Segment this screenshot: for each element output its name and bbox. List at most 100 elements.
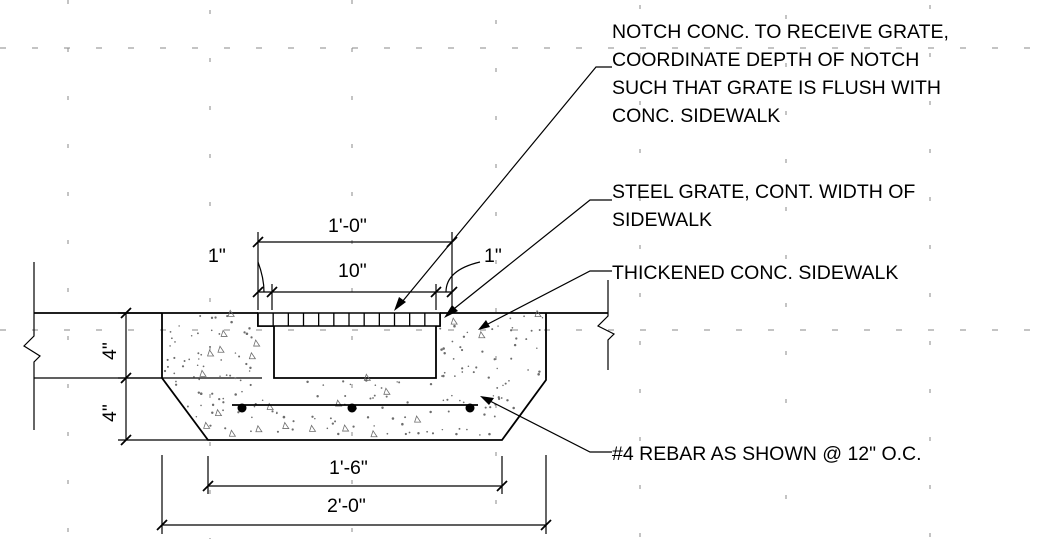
stipple-dot — [481, 350, 484, 353]
stipple-dot — [396, 381, 398, 383]
stipple-dot — [455, 432, 458, 436]
stipple-dot — [174, 341, 176, 343]
stipple-dot — [253, 405, 256, 408]
stipple-dot — [220, 359, 223, 361]
stipple-dot — [311, 415, 314, 418]
stipple-dot — [443, 352, 446, 355]
stipple-dot — [173, 356, 176, 360]
dim-slab-depth: 4" — [99, 342, 121, 360]
stipple-dot — [372, 397, 374, 399]
note-notch-line-4: CONC. SIDEWALK — [612, 105, 780, 127]
stipple-dot — [467, 365, 470, 368]
stipple-dot — [398, 381, 401, 384]
rebar — [232, 403, 478, 413]
stipple-dot — [239, 379, 242, 382]
stipple-dot — [366, 416, 370, 419]
stipple-dot — [504, 382, 507, 385]
stipple-dot — [234, 377, 237, 380]
stipple-dot — [472, 371, 475, 374]
stipple-dot — [401, 422, 404, 426]
stipple-dot — [488, 432, 491, 436]
stipple-dot — [210, 316, 214, 320]
stipple-dot — [174, 383, 178, 386]
stipple-dot — [513, 343, 517, 347]
stipple-dot — [442, 399, 445, 402]
stipple-dot — [316, 394, 319, 398]
stipple-dot — [211, 411, 214, 415]
stipple-dot — [508, 379, 510, 382]
stipple-dot — [369, 397, 372, 400]
stipple-dot — [173, 372, 176, 375]
stipple-dot — [271, 410, 274, 413]
stipple-dot — [523, 315, 525, 318]
dimension-labels: 1'-0" 10" 1" 1" 4" 4" 1'-6" 2'-0" — [99, 215, 502, 517]
stipple-dot — [497, 325, 499, 327]
stipple-dot — [222, 409, 224, 412]
stipple-dot — [491, 328, 494, 331]
stipple-dot — [374, 384, 377, 386]
aggregate-mark — [450, 317, 458, 325]
stipple-dot — [441, 428, 444, 431]
aggregate-mark — [478, 330, 486, 339]
aggregate-mark — [220, 329, 228, 337]
stipple-dot — [197, 352, 200, 355]
stipple-dot — [443, 371, 446, 374]
stipple-dot — [459, 399, 461, 402]
aggregate-mark — [228, 429, 237, 437]
stipple-dot — [224, 427, 227, 430]
stipple-dot — [234, 352, 237, 354]
stipple-dot — [181, 365, 185, 368]
stipple-dot — [466, 331, 469, 334]
stipple-dot — [462, 335, 466, 338]
stipple-dot — [245, 362, 248, 366]
stipple-dot — [349, 383, 352, 386]
stipple-dot — [502, 384, 504, 387]
stipple-dot — [380, 387, 383, 389]
stipple-dot — [196, 332, 199, 335]
stipple-dot — [218, 333, 221, 335]
aggregate-mark — [248, 351, 257, 360]
stipple-dot — [175, 380, 177, 383]
stipple-dot — [344, 395, 347, 398]
concrete-hatch — [163, 309, 544, 438]
stipple-dot — [249, 383, 252, 387]
dim-thickening-depth: 4" — [99, 404, 121, 422]
stipple-dot — [431, 432, 435, 435]
aggregate-mark — [253, 339, 261, 347]
stipple-dot — [251, 416, 253, 419]
stipple-dot — [169, 330, 172, 333]
stipple-dot — [381, 406, 384, 409]
stipple-dot — [193, 375, 195, 378]
stipple-dot — [234, 393, 237, 396]
stipple-dot — [331, 422, 334, 425]
stipple-dot — [352, 425, 355, 428]
stipple-dot — [337, 432, 340, 436]
stipple-dot — [408, 431, 411, 434]
dim-bottom-width: 1'-6" — [329, 457, 368, 479]
stipple-dot — [230, 320, 233, 324]
stipple-dot — [183, 360, 186, 363]
stipple-dot — [200, 404, 202, 407]
stipple-dot — [291, 428, 294, 431]
stipple-dot — [509, 317, 512, 320]
stipple-dot — [248, 327, 251, 330]
stipple-dot — [314, 417, 316, 420]
stipple-dot — [515, 337, 518, 340]
aggregate-mark — [370, 429, 378, 438]
stipple-dot — [506, 399, 509, 402]
stipple-dot — [461, 367, 464, 370]
dim-grate-edge-right: 1" — [484, 245, 502, 267]
stipple-dot — [404, 416, 407, 419]
aggregate-mark — [203, 421, 211, 429]
note-grate-line-1: STEEL GRATE, CONT. WIDTH OF — [612, 181, 915, 203]
aggregate-mark — [414, 415, 422, 423]
aggregate-mark — [214, 408, 223, 417]
note-notch-line-3: SUCH THAT GRATE IS FLUSH WITH — [612, 77, 941, 99]
stipple-dot — [219, 375, 221, 378]
stipple-dot — [248, 370, 251, 372]
stipple-dot — [170, 337, 173, 340]
stipple-dot — [479, 434, 481, 436]
stipple-dot — [261, 399, 264, 402]
stipple-dot — [322, 384, 325, 386]
